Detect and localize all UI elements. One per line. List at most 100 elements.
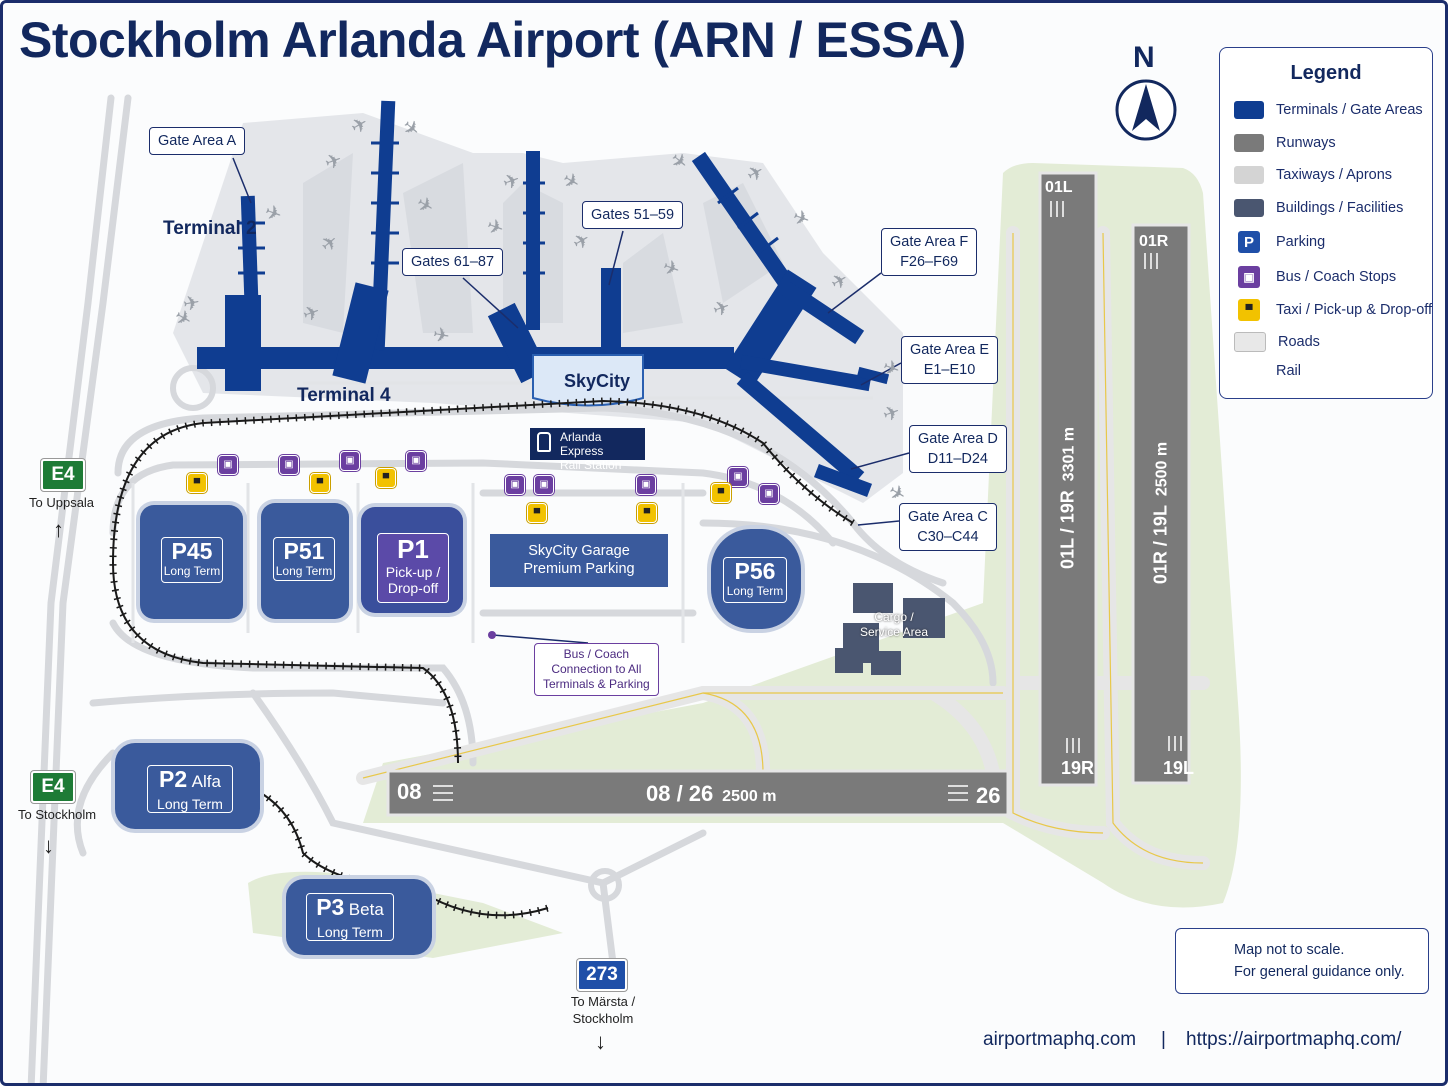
info-box: Map not to scale. For general guidance o…: [1175, 928, 1429, 994]
footer-site[interactable]: airportmaphq.com: [983, 1029, 1137, 1050]
runway-01r-19l: [1131, 223, 1191, 785]
p56-code: P56: [734, 558, 776, 584]
page-title: Stockholm Arlanda Airport (ARN / ESSA): [19, 12, 966, 68]
legend-item-label: Taxiways / Aprons: [1276, 167, 1393, 183]
legend-swatch: P: [1238, 231, 1260, 253]
footer-url[interactable]: https://airportmaphq.com/: [1186, 1029, 1402, 1050]
e4-south-arrow: ↓: [43, 833, 54, 858]
info-line-2: For general guidance only.: [1234, 964, 1405, 980]
legend-item-label: Runways: [1276, 135, 1336, 151]
e4-north-arrow: ↑: [53, 517, 64, 542]
info-line-1: Map not to scale.: [1234, 942, 1345, 958]
taxi-stop-icon: ▀: [187, 473, 207, 493]
p2-name: Alfa: [191, 772, 221, 791]
north-arrow: [1115, 79, 1177, 141]
airplane-icon: ✈: [431, 321, 452, 349]
taxi-stop-icon: ▀: [376, 468, 396, 488]
taxi-stop-icon: ▀: [527, 503, 547, 523]
e4-north-shield: E4: [41, 459, 85, 491]
p3-code: P3: [316, 894, 345, 920]
bus-stop-icon: ▣: [759, 484, 779, 504]
runway-01l-19r-name: 01L / 19R 3301 m: [1057, 427, 1078, 569]
terminal-piers: [197, 100, 890, 498]
runway-08-label: 08: [397, 779, 422, 804]
p45-sub: Long Term: [163, 564, 221, 578]
legend-item: Taxiways / Aprons: [1234, 162, 1392, 188]
legend-item-label: Bus / Coach Stops: [1276, 269, 1397, 285]
legend-title: Legend: [1290, 62, 1362, 84]
legend-item: Terminals / Gate Areas: [1234, 97, 1423, 123]
north-label: N: [1133, 41, 1155, 74]
legend-item: Buildings / Facilities: [1234, 195, 1403, 221]
roundabout-south: [588, 868, 622, 902]
runway-01l-19r: [1038, 171, 1098, 787]
skycity-building: [532, 354, 644, 407]
route-273-arrow: ↓: [595, 1029, 606, 1054]
bus-stop-icon: ▣: [505, 475, 525, 495]
bus-stop-icon: ▣: [218, 455, 238, 475]
legend-item: Runways: [1234, 130, 1336, 156]
terminal-2-label: Terminal 2: [163, 218, 257, 239]
runway-01r-19l-name: 01R / 19L 2500 m: [1150, 441, 1171, 585]
p3-sub: Long Term: [317, 924, 383, 940]
e4-north-destination: To Uppsala: [29, 495, 95, 510]
legend-swatch: [1234, 166, 1264, 184]
parking-p45[interactable]: P45 Long Term: [140, 505, 243, 619]
parking-p56[interactable]: P56 Long Term: [711, 529, 801, 629]
parking-p3-beta[interactable]: P3 Beta Long Term: [286, 879, 432, 955]
callout-gate-area-a: Gate Area A: [149, 127, 246, 155]
roundabout-west: [170, 365, 216, 411]
skycity-label: SkyCity: [564, 371, 631, 391]
runway-08-26-name: 08 / 26 2500 m: [646, 781, 777, 806]
legend-item-label: Buildings / Facilities: [1276, 200, 1404, 216]
p45-code: P45: [171, 538, 213, 564]
parking-p2-alfa[interactable]: P2 Alfa Long Term: [115, 743, 260, 829]
parking-p1[interactable]: P1 Pick-up / Drop-off: [361, 507, 463, 613]
p3-name: Beta: [348, 900, 384, 919]
cargo-label: Cargo /Service Area: [859, 610, 929, 639]
bus-callout-dot: [488, 631, 496, 639]
bus-stop-icon: ▣: [279, 455, 299, 475]
legend-swatch: [1234, 134, 1264, 152]
legend-item: ▀Taxi / Pick-up & Drop-off: [1234, 297, 1432, 323]
legend-item: Rail: [1234, 358, 1301, 384]
taxiway-centerlines: [362, 232, 1204, 864]
taxi-stop-icon: ▀: [637, 503, 657, 523]
runway-26-label: 26: [976, 783, 1001, 808]
grass-area-east: [363, 163, 1241, 908]
p2-sub: Long Term: [157, 796, 223, 812]
runway-08-26: [386, 769, 1010, 817]
parking-p51[interactable]: P51 Long Term: [261, 503, 349, 619]
runway-markings: [433, 201, 1182, 801]
taxi-stop-icon: ▀: [310, 473, 330, 493]
callout-gates-61-87: Gates 61–87: [402, 248, 504, 276]
runway-01r-label: 01R: [1139, 233, 1169, 250]
bus-stop-icon: ▣: [534, 475, 554, 495]
legend-swatch: [1234, 332, 1266, 352]
legend-item-label: Terminals / Gate Areas: [1276, 102, 1423, 118]
bus-stop-icon: ▣: [636, 475, 656, 495]
route-273-destination: To Märsta /Stockholm: [570, 994, 636, 1026]
p51-code: P51: [283, 538, 325, 564]
footer-separator: |: [1161, 1029, 1166, 1050]
bus-stop-icon: ▣: [406, 451, 426, 471]
runway-01l-label: 01L: [1045, 179, 1073, 196]
airport-map-graphic: i: [27, 79, 1263, 1083]
runway-19r-label: 19R: [1061, 758, 1095, 778]
terminal-4-label: Terminal 4: [297, 385, 391, 406]
bus-stop-icon: ▣: [340, 451, 360, 471]
runway-19l-label: 19L: [1163, 758, 1195, 778]
taxi-stop-icon: ▀: [711, 483, 731, 503]
cargo-buildings: [835, 583, 945, 675]
bus-icon: ▣: [1238, 266, 1260, 288]
route-273-shield: 273: [577, 959, 627, 991]
legend-item-label: Taxi / Pick-up & Drop-off: [1276, 302, 1433, 318]
